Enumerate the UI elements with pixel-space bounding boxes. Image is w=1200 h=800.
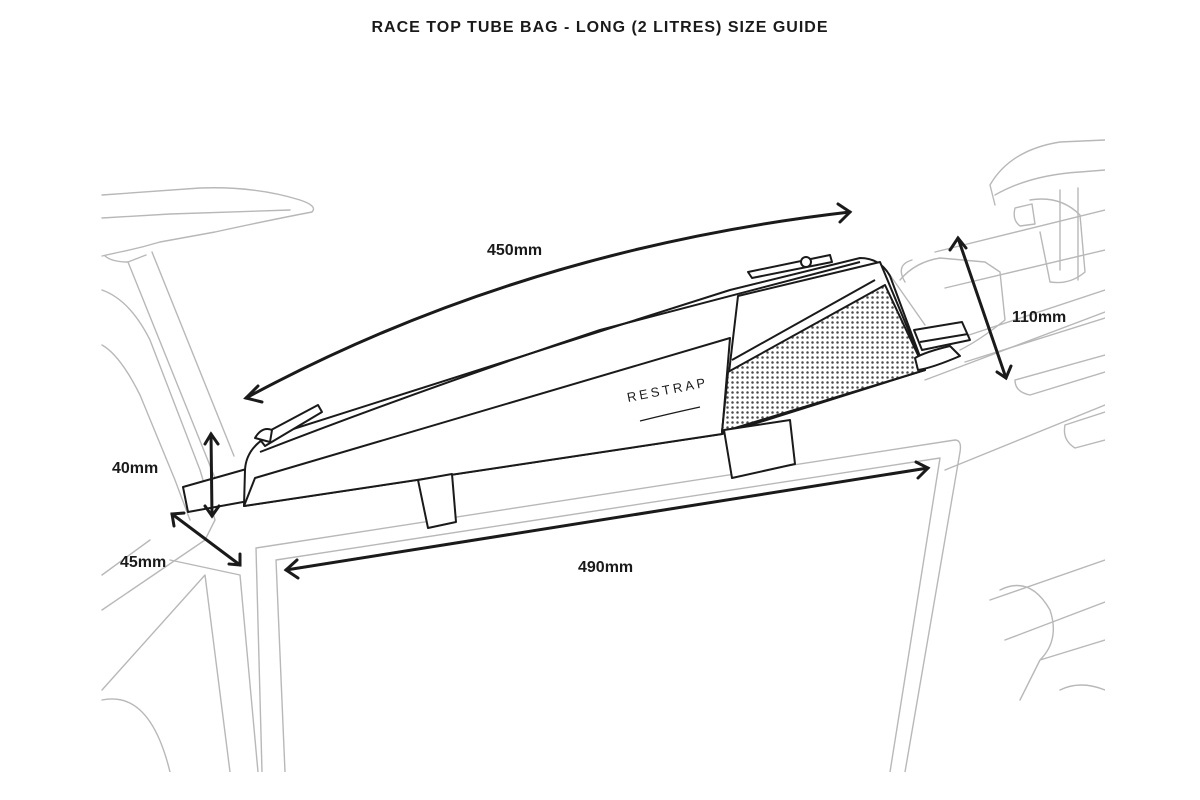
head-tube-buckle [913, 321, 971, 351]
label-450mm: 450mm [487, 242, 542, 259]
page-title: RACE TOP TUBE BAG - LONG (2 LITRES) SIZE… [371, 19, 829, 36]
shifter [989, 139, 1105, 206]
frame-triangle [255, 439, 962, 772]
arrow-110 [956, 236, 1008, 380]
bicycle-frame [101, 139, 1105, 772]
fork [989, 559, 1105, 641]
top-tube-bag: RESTRAP [182, 254, 971, 529]
rear-wheel [101, 698, 171, 772]
dimension-arrows [170, 202, 1013, 580]
arrow-490 [284, 466, 930, 572]
arrow-450 [244, 210, 852, 400]
label-490mm: 490mm [578, 559, 633, 576]
bag-side-panel [243, 337, 731, 507]
mesh-pocket [721, 284, 926, 433]
arrow-40 [209, 432, 214, 518]
arrow-45 [170, 512, 242, 567]
label-40mm: 40mm [112, 460, 158, 477]
label-110mm: 110mm [1012, 309, 1066, 326]
seat-post [127, 251, 235, 479]
zip-pull-rear [257, 404, 323, 447]
brand-swoosh [639, 406, 701, 422]
velcro-strap-rear [417, 473, 457, 529]
velcro-strap-front [723, 419, 796, 479]
saddle [101, 187, 315, 257]
label-45mm: 45mm [120, 554, 166, 571]
